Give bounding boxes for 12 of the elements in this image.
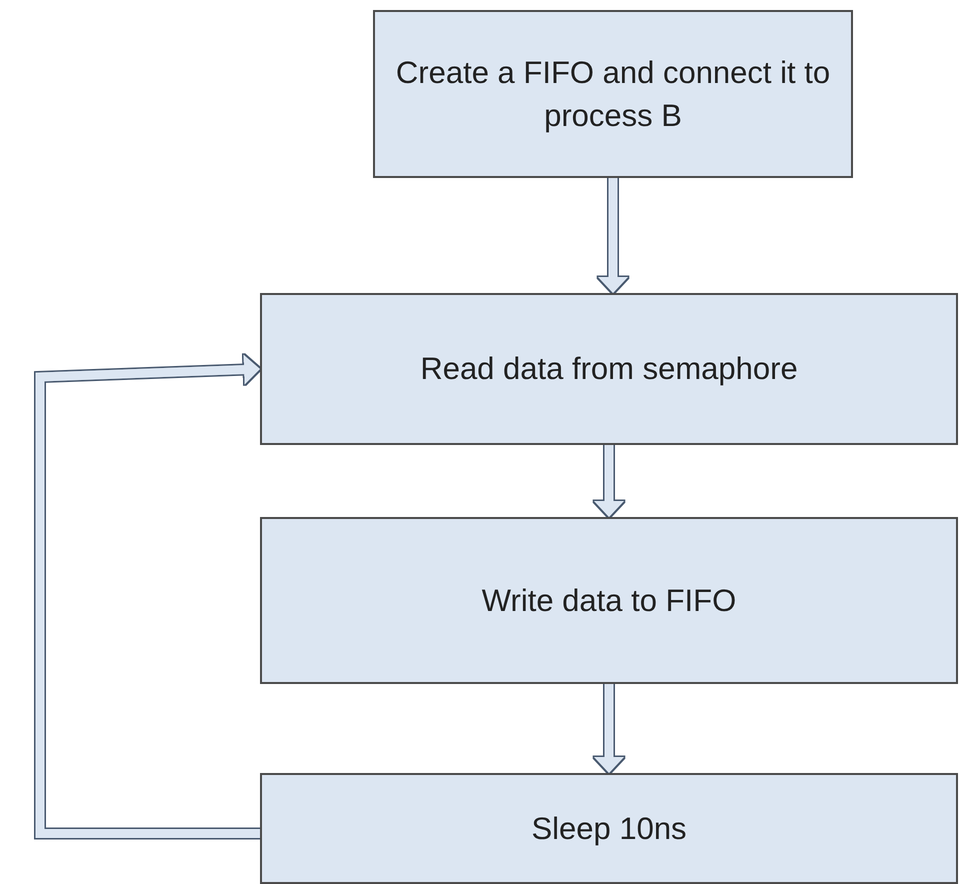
arrow (36, 354, 260, 838)
step-label: Write data to FIFO (480, 582, 738, 620)
arrow (598, 178, 628, 293)
process-box (260, 773, 958, 884)
step-label: Sleep 10ns (530, 810, 688, 848)
process-box (260, 293, 958, 445)
arrow (594, 684, 624, 773)
process-box (260, 517, 958, 684)
step-label: Create a FIFO and connect it to process B (394, 54, 832, 135)
step-label: Read data from semaphore (419, 350, 799, 388)
arrow (594, 445, 624, 517)
process-box (373, 10, 853, 178)
